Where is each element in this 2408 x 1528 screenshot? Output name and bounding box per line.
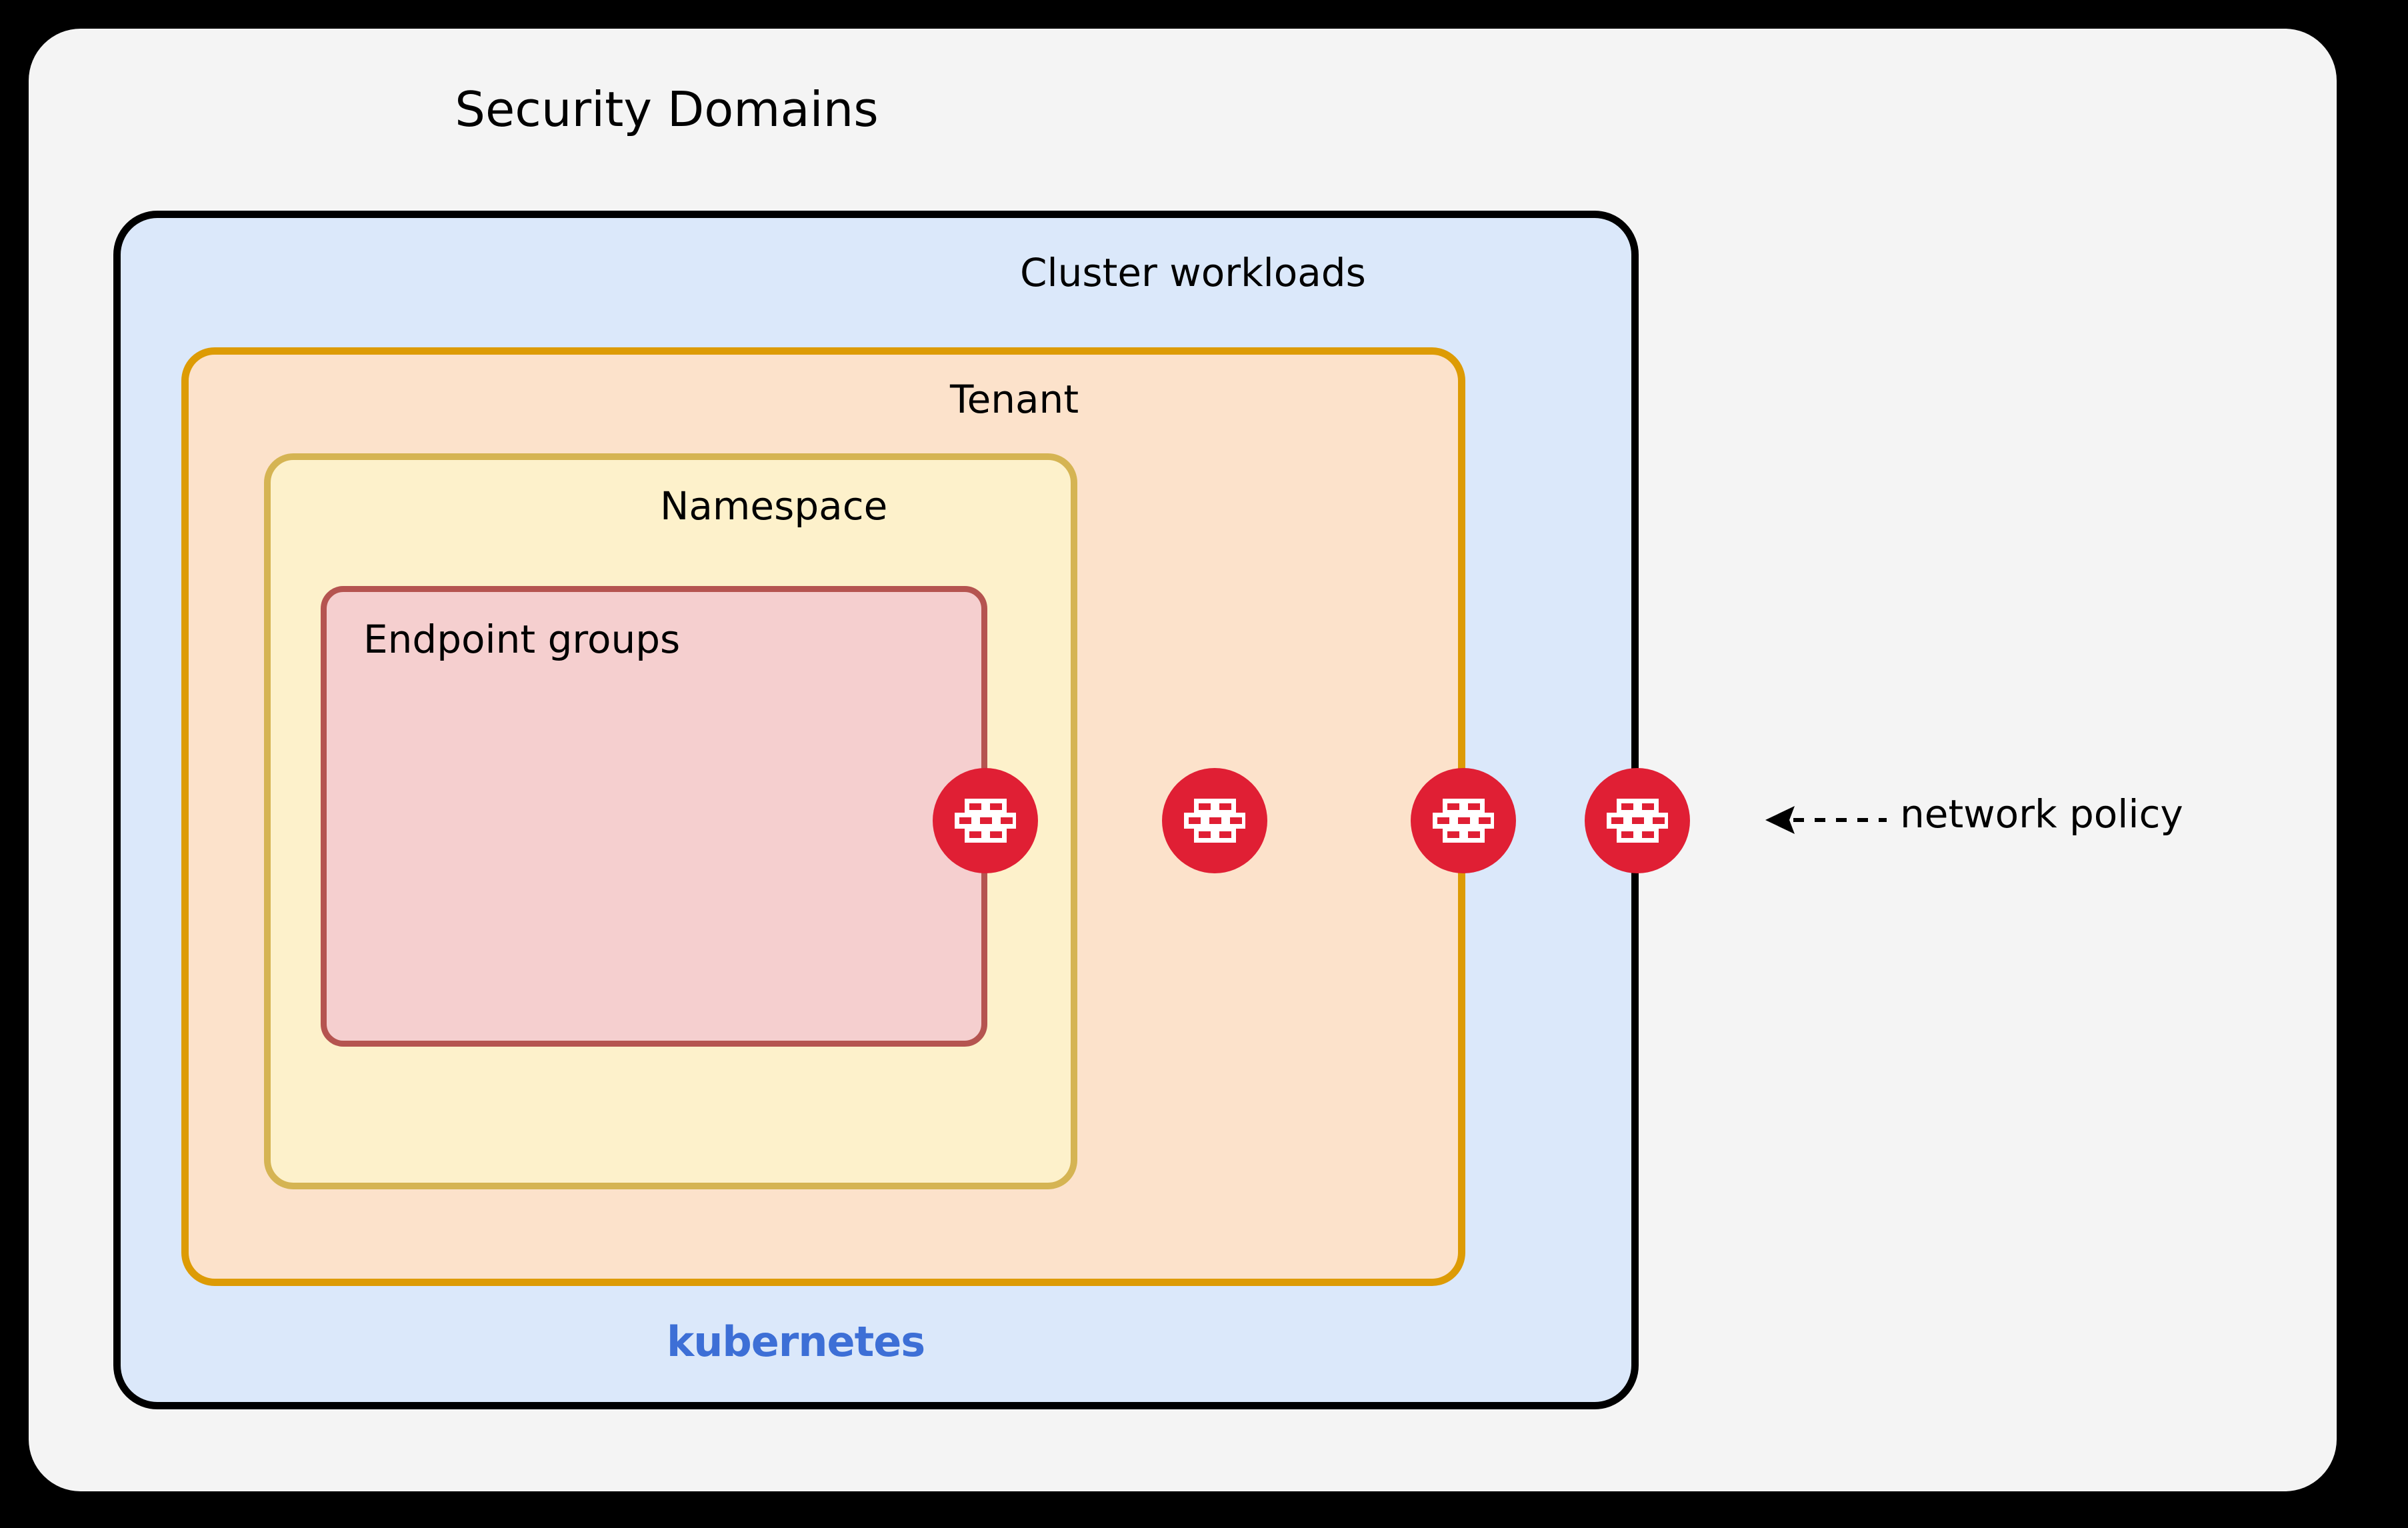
layer-label-cluster-workloads: Cluster workloads: [1020, 250, 1366, 295]
layer-label-endpoint-groups: Endpoint groups: [363, 617, 681, 662]
firewall-icon-endpoint-boundary[interactable]: [933, 768, 1038, 873]
layer-endpoint-groups: [321, 586, 987, 1047]
layer-label-namespace: Namespace: [660, 483, 888, 529]
layer-label-tenant: Tenant: [950, 377, 1079, 422]
firewall-icon-namespace-boundary[interactable]: [1162, 768, 1267, 873]
firewall-icon-cluster-boundary[interactable]: [1585, 768, 1690, 873]
page-title: Security Domains: [455, 81, 879, 137]
firewall-icon-tenant-boundary[interactable]: [1411, 768, 1516, 873]
kubernetes-wordmark: kubernetes: [667, 1317, 925, 1366]
network-policy-arrow: [1753, 793, 1900, 847]
network-policy-label: network policy: [1900, 791, 2183, 837]
